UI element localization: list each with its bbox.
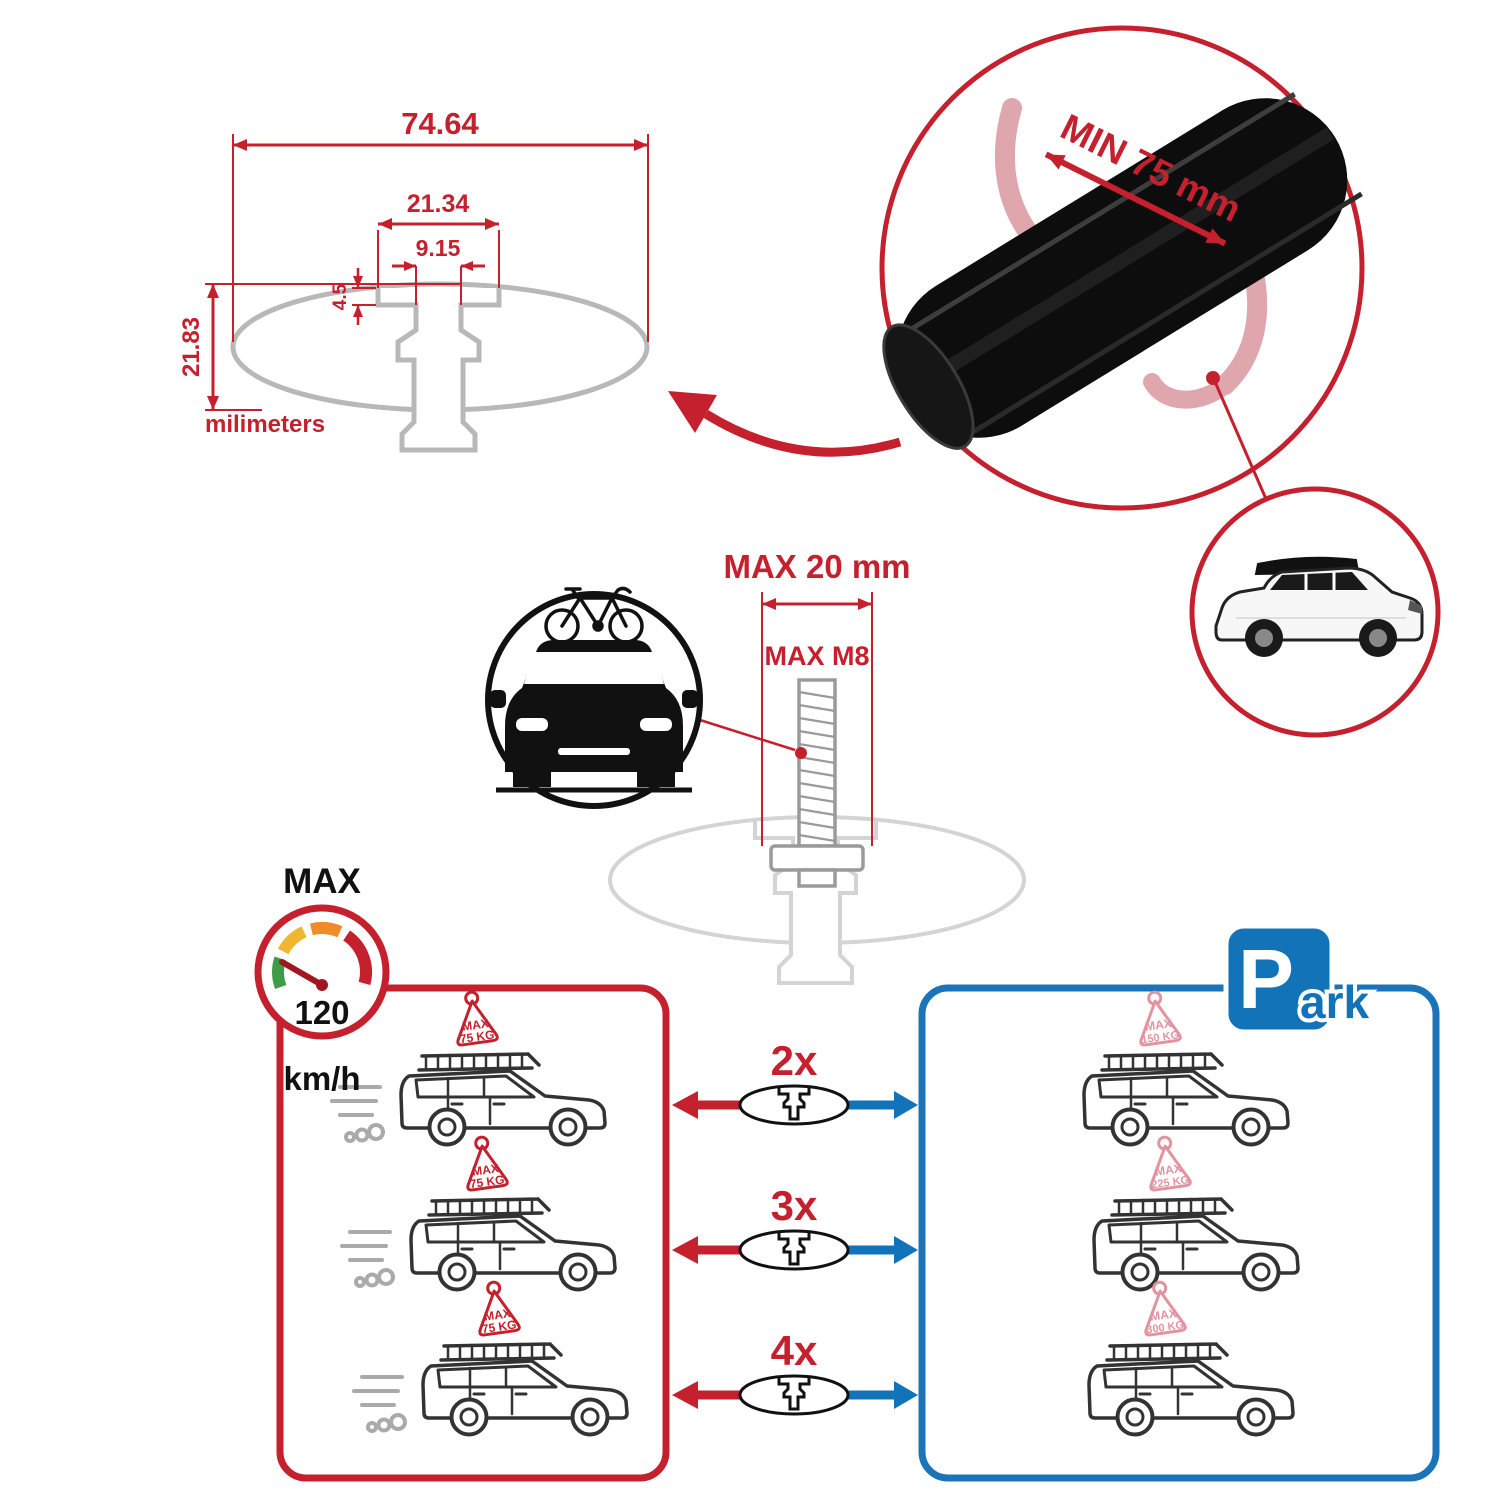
dim-lip-depth [352, 268, 376, 325]
parked-car-1 [1082, 1052, 1290, 1147]
parked-car-3 [1087, 1342, 1295, 1437]
dim-total-height [205, 283, 460, 411]
park-sign-square [1223, 923, 1335, 1035]
bolt-anchor-dot [795, 747, 807, 759]
tag-max: MAX [471, 1161, 499, 1179]
tag-kg: 225 KG [1151, 1174, 1190, 1191]
tag-kg: 75 KG [469, 1172, 505, 1191]
count-row-3: 4x [672, 1327, 918, 1416]
dim-slot-outer-label: 21.34 [407, 190, 470, 218]
parked-car-2 [1092, 1197, 1300, 1292]
speed-units: km/h [283, 1060, 360, 1097]
load-tag-2: MAX 75 KG [466, 1135, 509, 1192]
bolt-diagram: MAX 20 mm MAX M8 [608, 548, 1026, 985]
speed-max-label: MAX [283, 862, 361, 901]
parked-tag-1: MAX 150 KG [1139, 990, 1182, 1047]
connector-line-suv [1214, 383, 1268, 500]
bike-car-circle [485, 586, 703, 809]
tag-kg: 150 KG [1141, 1029, 1180, 1046]
driving-cars: MAX 75 KG MAX 75 KG MAX 75 KG [330, 990, 629, 1437]
parked-tag-2: MAX 225 KG [1149, 1135, 1192, 1192]
mini-profile-icon [738, 1084, 850, 1126]
parked-box [918, 984, 1440, 1482]
pointer-arrow-to-diagram [668, 391, 902, 457]
bolt-max-thread-label: MAX M8 [764, 641, 869, 671]
park-sign-letter: P [1238, 932, 1294, 1026]
tag-kg: 75 KG [459, 1027, 495, 1046]
dim-total-width [232, 134, 649, 342]
dim-slot-inner-label: 9.15 [416, 235, 461, 261]
suv-illustration [1214, 556, 1424, 657]
car-front-icon [490, 640, 698, 793]
crossbar-closeup: MIN 75 mm [668, 25, 1365, 511]
tag-max: MAX [483, 1306, 511, 1324]
profile-dimension-diagram: 74.64 21.34 9.15 4.5 [178, 106, 648, 450]
clamp-anchor-dot [1206, 371, 1220, 385]
tag-kg: 300 KG [1146, 1319, 1185, 1336]
bolt-max-length-label: MAX 20 mm [723, 548, 910, 585]
parked-tag-3: MAX 300 KG [1144, 1280, 1187, 1337]
crossbar-count-rows: 2x 3x 4x [672, 1037, 918, 1416]
count-label: 2x [771, 1037, 818, 1084]
mini-profile-icon [738, 1229, 850, 1271]
count-label: 3x [771, 1182, 818, 1229]
speed-value: 120 [294, 994, 349, 1031]
tag-max: MAX [1149, 1306, 1177, 1324]
driving-car-1 [330, 1052, 607, 1147]
count-label: 4x [771, 1327, 818, 1374]
bolt-dimension-lines [761, 592, 873, 846]
tag-kg: 75 KG [481, 1317, 517, 1336]
speed-limit-gauge: MAX 120 km/h [254, 862, 390, 1097]
parked-cars: MAX 150 KG MAX 225 KG MAX 300 KG [1082, 990, 1300, 1437]
tag-max: MAX [1144, 1016, 1172, 1034]
count-row-1: 2x [672, 1037, 918, 1126]
driving-car-2 [340, 1197, 617, 1292]
park-sign: P ark [1223, 923, 1373, 1035]
suv-roofbox-circle [1189, 486, 1441, 738]
units-label: milimeters [205, 411, 325, 438]
park-sign-suffix: ark [1300, 976, 1369, 1028]
dim-slot-inner [392, 261, 485, 305]
driving-car-3 [352, 1342, 629, 1437]
connector-line-bike-car [699, 718, 796, 752]
count-row-2: 3x [672, 1182, 918, 1271]
tag-max: MAX [461, 1016, 489, 1034]
dim-total-height-label: 21.83 [178, 317, 205, 377]
crossbar-render [882, 92, 1363, 450]
gauge-needle [279, 959, 325, 988]
tag-max: MAX [1154, 1161, 1182, 1179]
mini-profile-icon [738, 1374, 850, 1416]
load-tag-3: MAX 75 KG [478, 1280, 521, 1337]
bolt-drawing [769, 678, 865, 888]
dim-lip-depth-label: 4.5 [330, 283, 351, 310]
load-tag-1: MAX 75 KG [456, 990, 499, 1047]
dim-total-width-label: 74.64 [401, 106, 479, 141]
driving-box [276, 984, 670, 1482]
gauge-pivot [316, 979, 328, 991]
dim-slot-outer [377, 218, 500, 288]
